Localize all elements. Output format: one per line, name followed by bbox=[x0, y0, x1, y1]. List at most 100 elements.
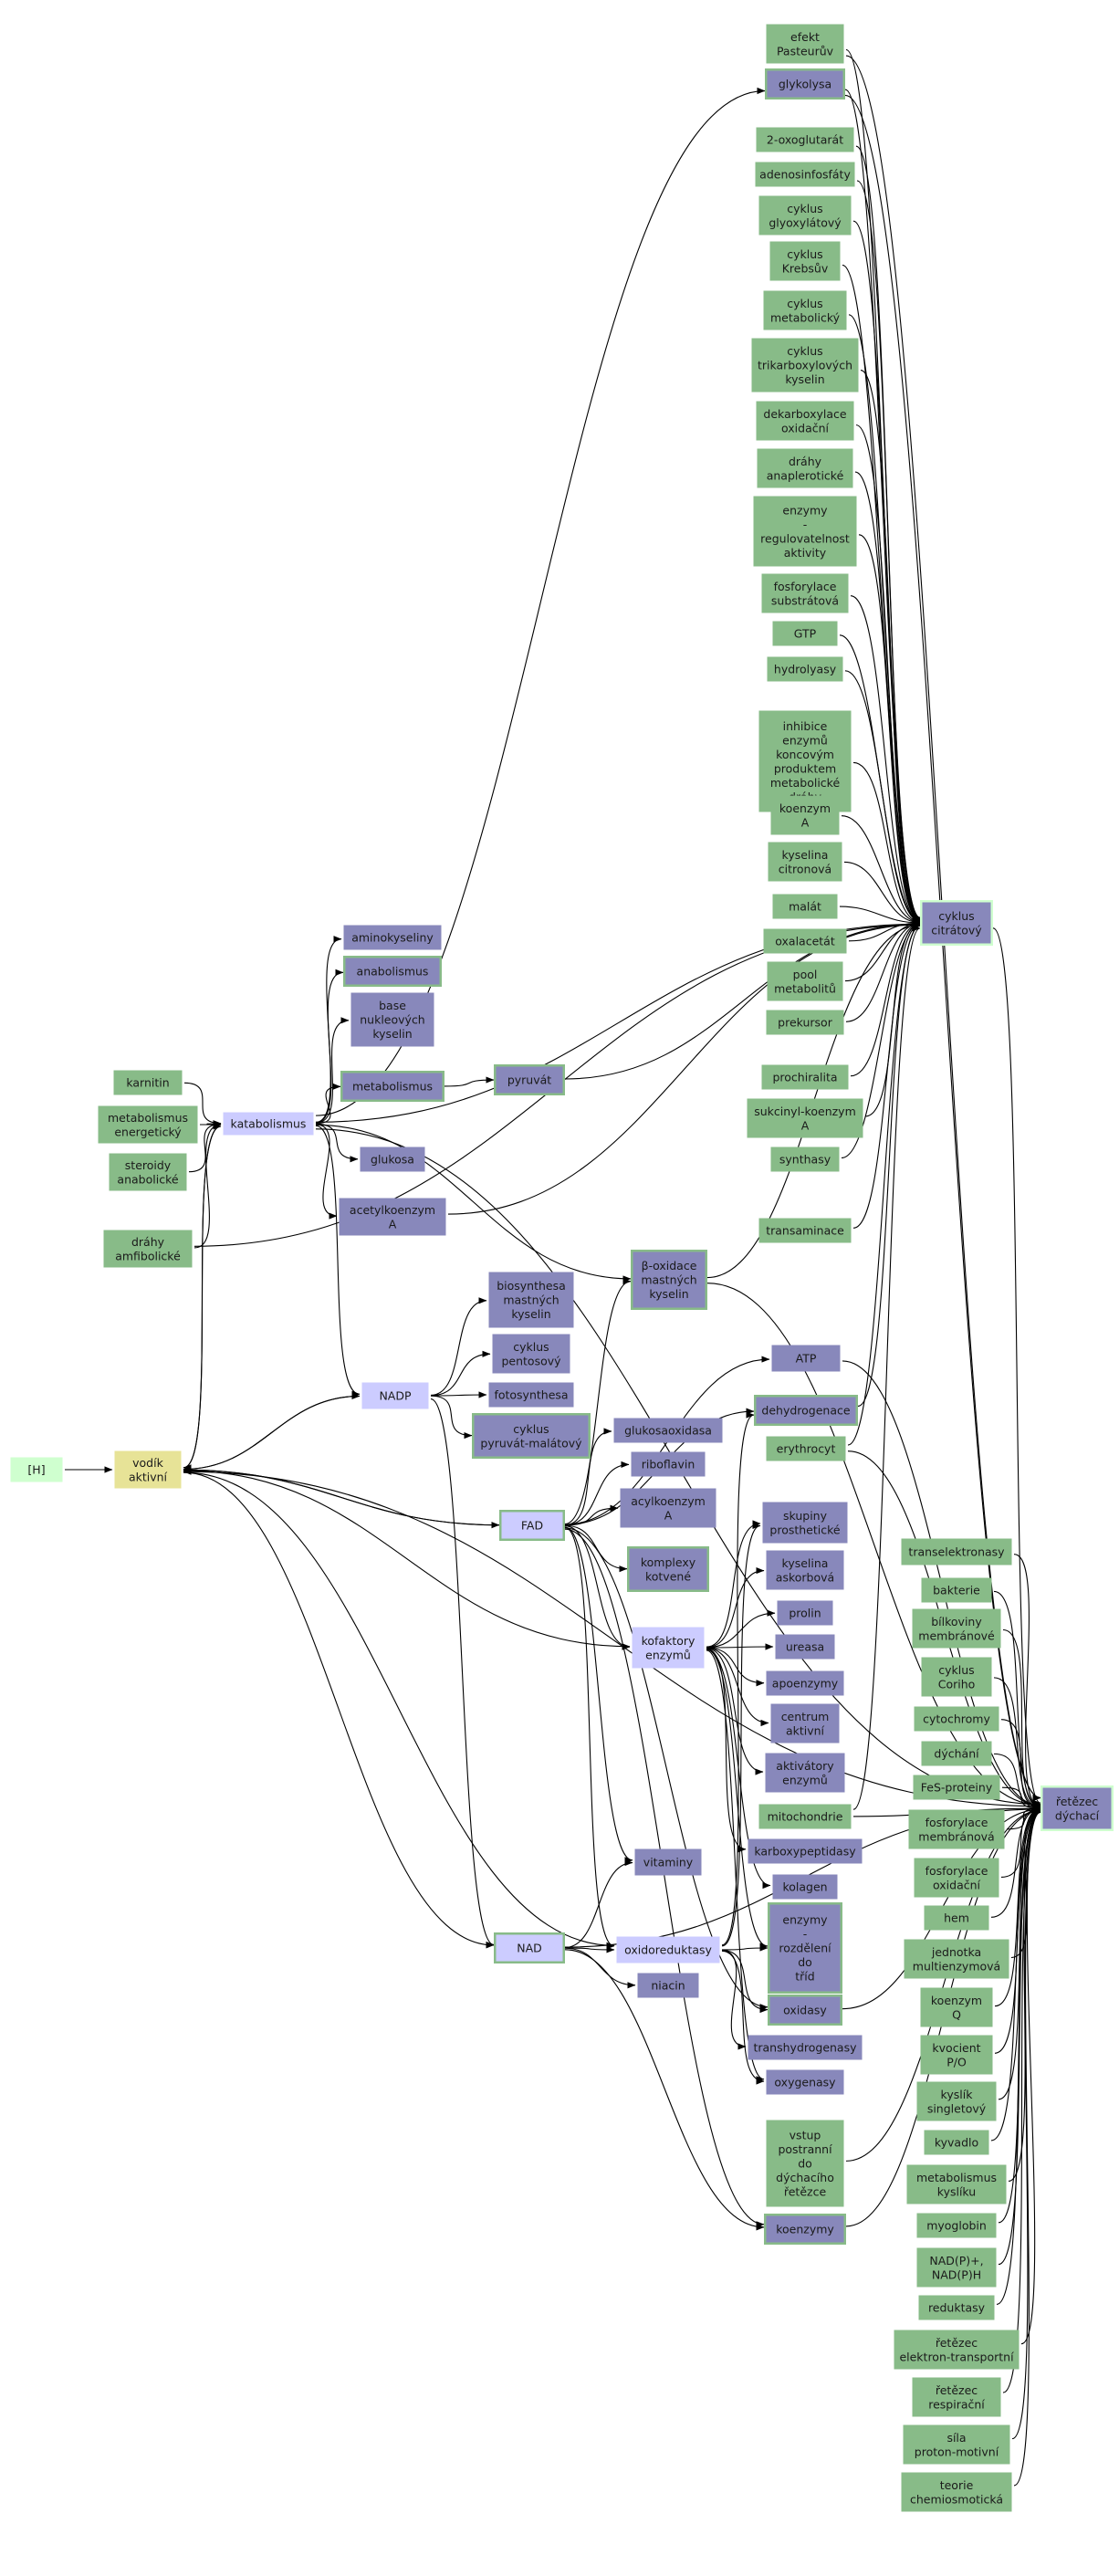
node-anabolismus[interactable]: anabolismus bbox=[343, 956, 442, 987]
node-gtp[interactable]: GTP bbox=[772, 621, 838, 646]
node-prekursor[interactable]: prekursor bbox=[766, 1010, 844, 1035]
node-niacin[interactable]: niacin bbox=[637, 1973, 699, 1998]
node-myoglobin[interactable]: myoglobin bbox=[916, 2213, 997, 2238]
node-cytochromy[interactable]: cytochromy bbox=[914, 1706, 999, 1732]
node-transhydro[interactable]: transhydrogenasy bbox=[748, 2035, 863, 2060]
node-fotosynthesa[interactable]: fotosynthesa bbox=[488, 1382, 574, 1408]
node-synthasy[interactable]: synthasy bbox=[770, 1147, 840, 1172]
node-adenosin[interactable]: adenosinfosfáty bbox=[755, 162, 855, 187]
node-ureasa[interactable]: ureasa bbox=[775, 1634, 835, 1660]
node-prolin[interactable]: prolin bbox=[777, 1600, 833, 1626]
node-pyruvat[interactable]: pyruvát bbox=[494, 1064, 565, 1095]
node-oxidoreduktasy[interactable]: oxidoreduktasy bbox=[616, 1936, 720, 1963]
node-reduktasy[interactable]: reduktasy bbox=[918, 2295, 995, 2320]
node-h[interactable]: [H] bbox=[10, 1457, 63, 1482]
node-karboxypep[interactable]: karboxypeptidasy bbox=[748, 1838, 863, 1864]
node-malat[interactable]: malát bbox=[772, 894, 838, 919]
node-nadp-h[interactable]: NAD(P)+,NAD(P)H bbox=[916, 2247, 997, 2288]
node-dychani[interactable]: dýchání bbox=[921, 1741, 992, 1766]
node-fad[interactable]: FAD bbox=[499, 1510, 565, 1541]
node-bakterie[interactable]: bakterie bbox=[921, 1577, 992, 1603]
node-prochiralita[interactable]: prochiralita bbox=[761, 1064, 849, 1090]
node-transelektron[interactable]: transelektronasy bbox=[901, 1538, 1012, 1565]
node-box bbox=[632, 1627, 705, 1669]
node-transaminace[interactable]: transaminace bbox=[758, 1218, 852, 1243]
node-glykolysa[interactable]: glykolysa bbox=[765, 68, 845, 99]
node-atp[interactable]: ATP bbox=[771, 1345, 841, 1372]
node-erythrocyt[interactable]: erythrocyt bbox=[766, 1436, 846, 1461]
node-koenzymy[interactable]: koenzymy bbox=[764, 2214, 846, 2245]
node-hydrolyasy[interactable]: hydrolyasy bbox=[767, 656, 843, 682]
node-vitaminy[interactable]: vitaminy bbox=[634, 1848, 702, 1876]
node-karnitin[interactable]: karnitin bbox=[113, 1070, 183, 1095]
node-metabolismus[interactable]: metabolismus bbox=[340, 1071, 444, 1102]
node-fes[interactable]: FeS-proteiny bbox=[913, 1775, 1000, 1800]
node-hem[interactable]: hem bbox=[924, 1905, 989, 1931]
node-apoenzymy[interactable]: apoenzymy bbox=[766, 1670, 844, 1696]
node-oxalacetat[interactable]: oxalacetát bbox=[763, 928, 847, 954]
node-mitochondrie[interactable]: mitochondrie bbox=[758, 1804, 852, 1829]
node-nad[interactable]: NAD bbox=[494, 1932, 565, 1963]
node-dehydrogenace[interactable]: dehydrogenace bbox=[754, 1395, 858, 1426]
node-glukosa[interactable]: glukosa bbox=[360, 1147, 425, 1172]
node-glukosaox[interactable]: glukosaoxidasa bbox=[613, 1418, 723, 1443]
node-kyvadlo[interactable]: kyvadlo bbox=[924, 2130, 989, 2155]
node-riboflavin[interactable]: riboflavin bbox=[631, 1451, 706, 1477]
node-nadp[interactable]: NADP bbox=[361, 1382, 429, 1409]
node-oxidasy[interactable]: oxidasy bbox=[768, 1995, 842, 2026]
node-kolagen[interactable]: kolagen bbox=[772, 1874, 838, 1900]
node-oxoglutarat[interactable]: 2-oxoglutarát bbox=[756, 127, 854, 152]
node-oxygenasy[interactable]: oxygenasy bbox=[766, 2069, 844, 2095]
node-katabolismus[interactable]: katabolismus bbox=[223, 1112, 314, 1136]
node-aminokyseliny[interactable]: aminokyseliny bbox=[343, 925, 442, 950]
